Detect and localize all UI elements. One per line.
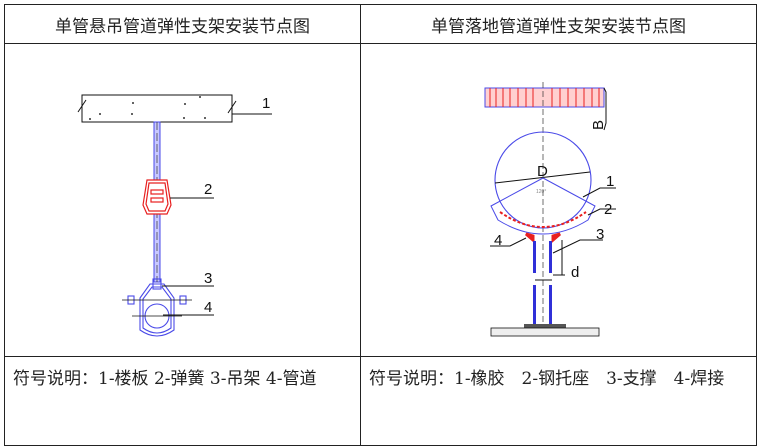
figure-hanging-cell [4,43,361,357]
header-hanging: 单管悬吊管道弹性支架安装节点图 [4,4,361,44]
note-hanging: 符号说明：1-楼板 2-弹簧 3-吊架 4-管道 [4,356,361,446]
header-floor: 单管落地管道弹性支架安装节点图 [360,4,757,44]
detail-table: 单管悬吊管道弹性支架安装节点图 单管落地管道弹性支架安装节点图 符号说明：1-楼… [4,4,757,446]
note-floor: 符号说明：1-橡胶 2-钢托座 3-支撑 4-焊接 [360,356,757,446]
figure-floor-cell [360,43,757,357]
